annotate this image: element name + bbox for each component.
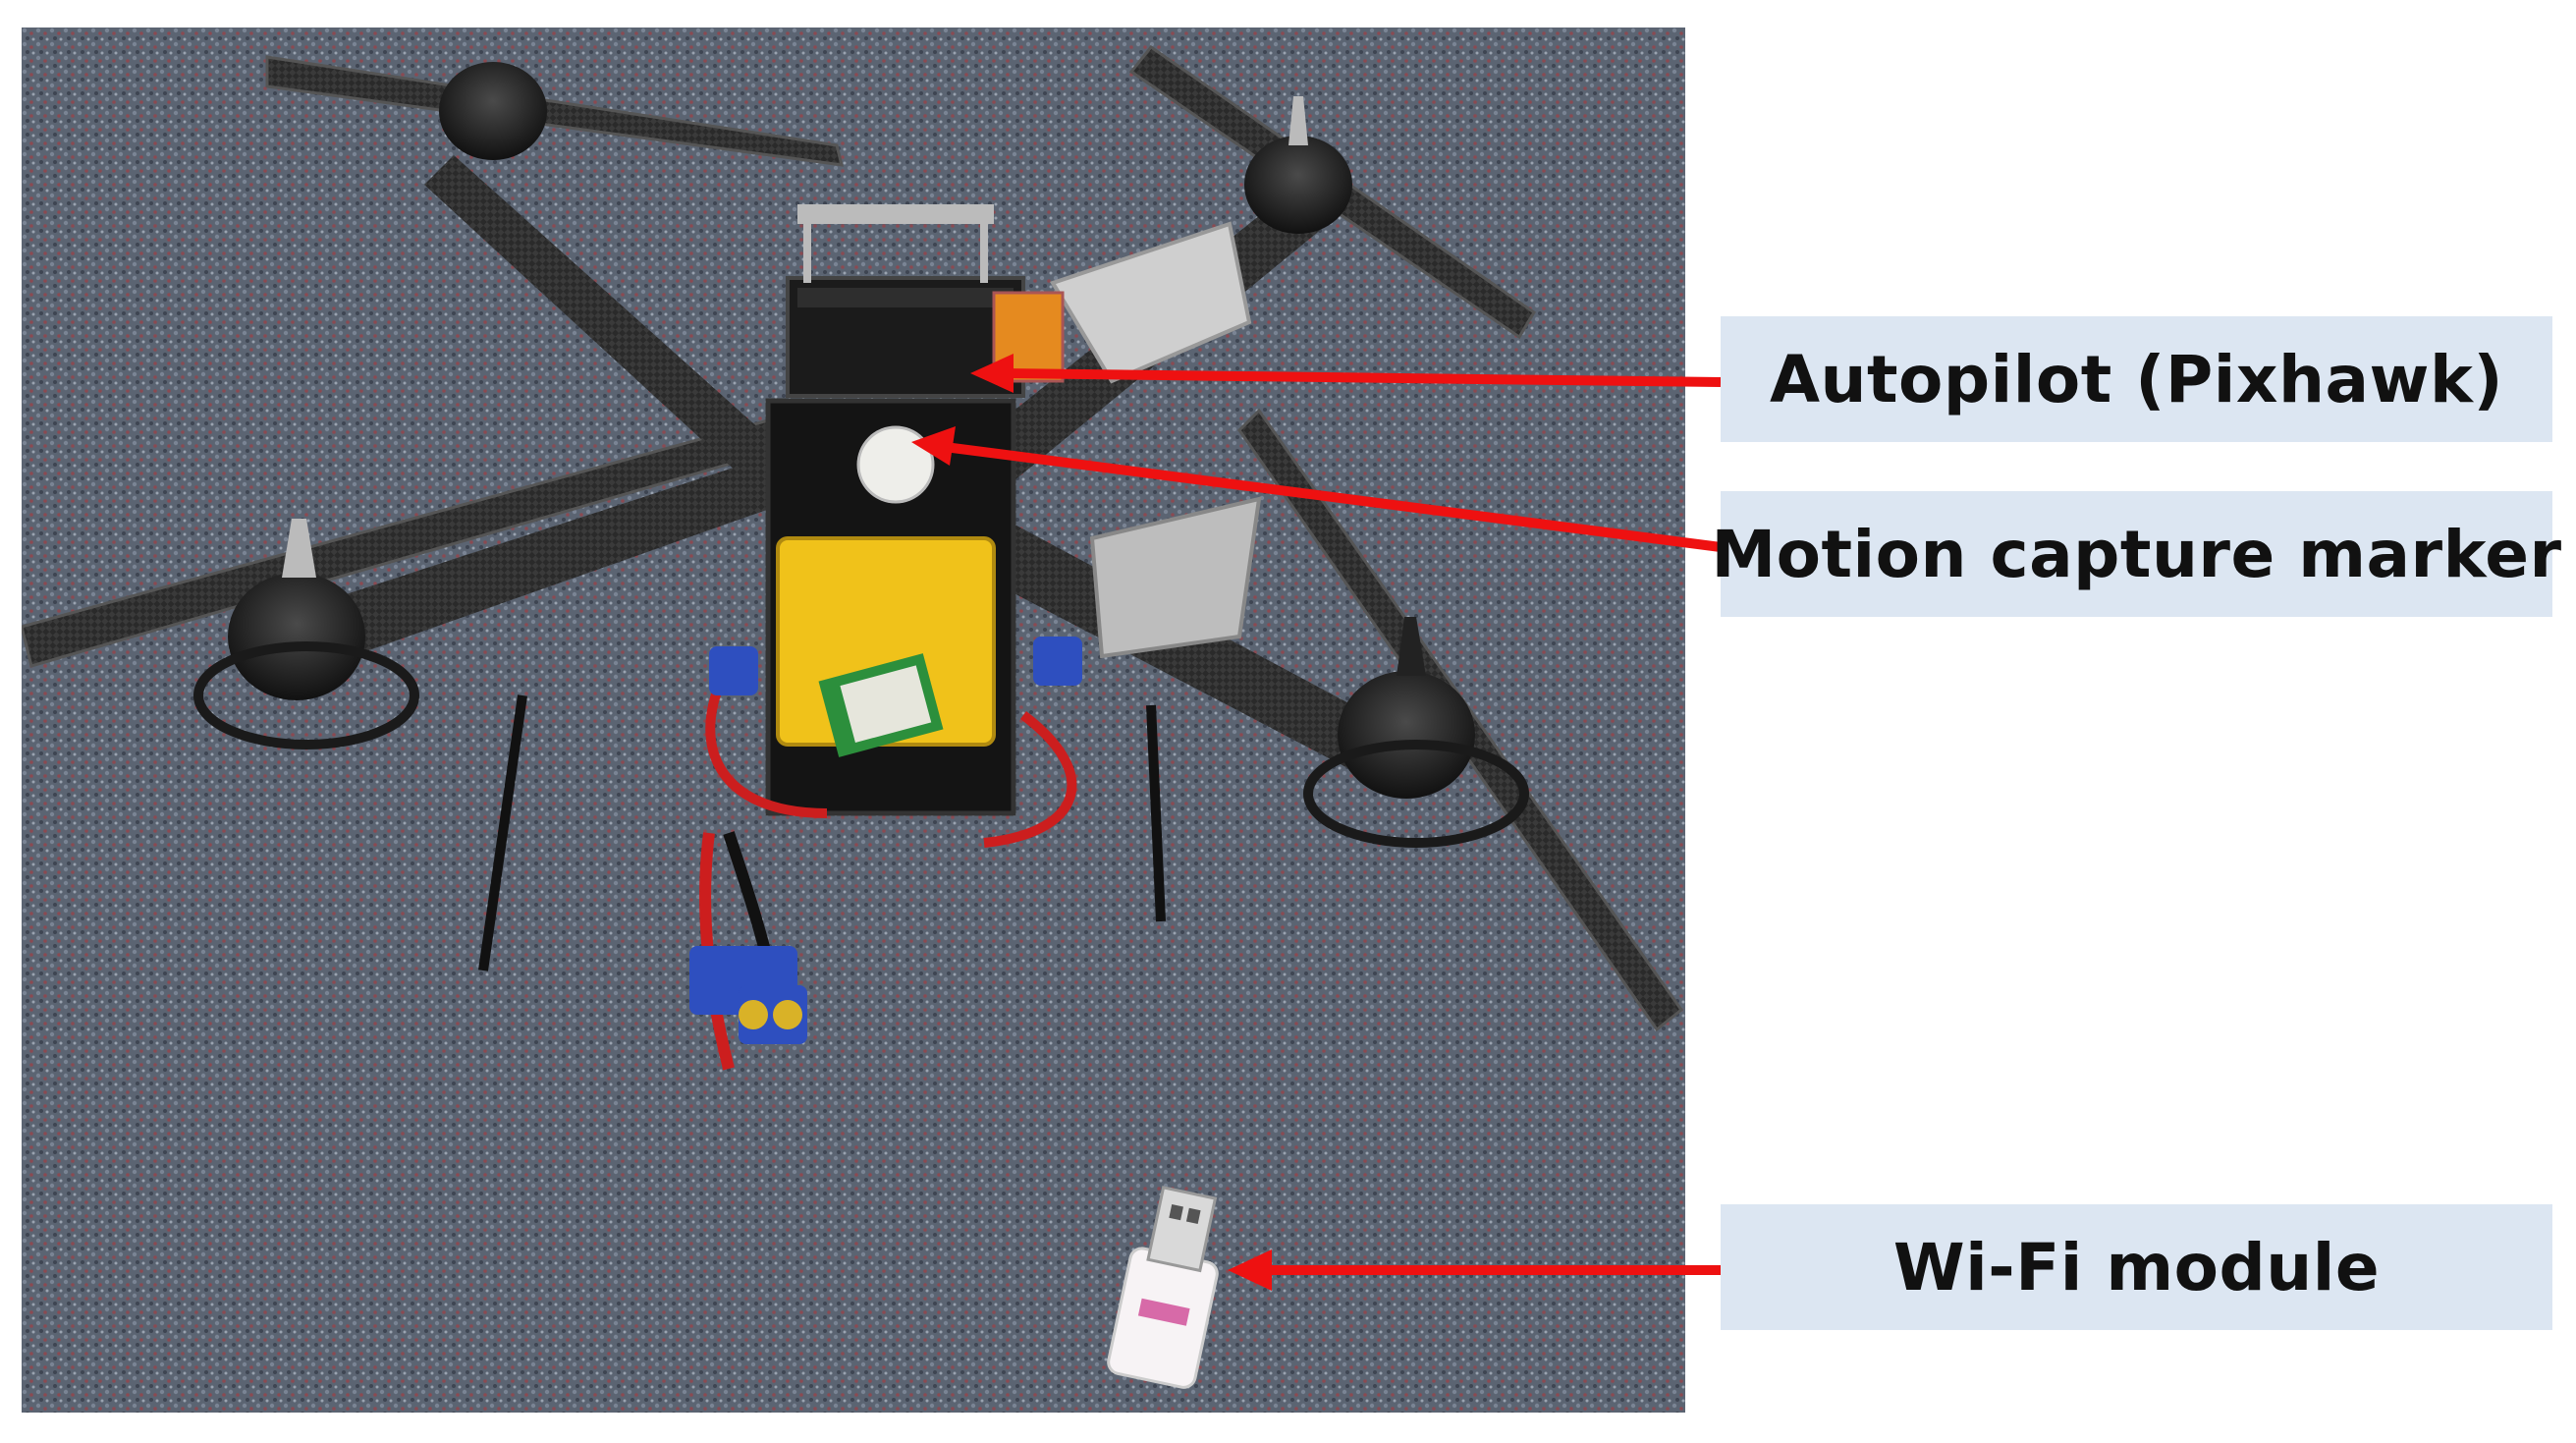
marker-label: Motion capture marker [1711,516,2562,592]
spinner-right [1397,617,1426,676]
autopilot-label: Autopilot (Pixhawk) [1769,341,2504,417]
drone-photo [22,28,1685,1413]
marker-label-box: Motion capture marker [1711,491,2561,617]
arm-left [277,450,797,676]
arm-top-left [424,155,827,519]
propeller-top-left [265,55,844,167]
motor-top-right [1244,136,1352,234]
wifi-label-box: Wi-Fi module [1721,1204,2552,1330]
wifi-dongle [1107,1186,1219,1389]
autopilot-label-box: Autopilot (Pixhawk) [1721,316,2552,442]
spinner-top-right [1288,96,1308,145]
tape-wrap [1050,221,1252,384]
orange-module [992,291,1065,383]
motor-left [228,573,365,700]
spinner-left [282,519,316,578]
mocap-marker-ball [856,425,935,504]
motor-right [1338,671,1475,799]
wifi-label: Wi-Fi module [1892,1229,2381,1305]
gps-mast [797,204,994,224]
motor-top-left [439,62,547,160]
